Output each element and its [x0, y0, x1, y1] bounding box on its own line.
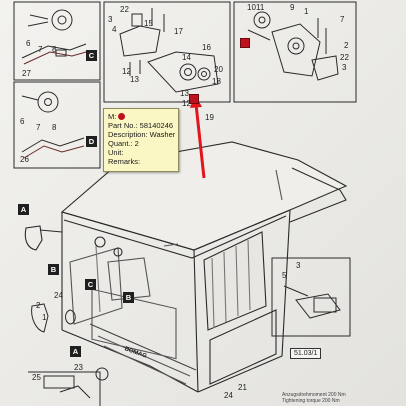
document-code: 51.03/1 [290, 348, 322, 359]
callout-16: 16 [202, 43, 211, 52]
tooltip-part-no: Part No.: 58140246 [108, 121, 174, 130]
detail-frame-top-middle [103, 1, 231, 103]
callout-7a: 7 [38, 45, 43, 54]
detail-frame-lower-left [28, 303, 109, 406]
callout-2: 2 [344, 41, 349, 50]
detail-frame-lower-right [271, 257, 351, 337]
detail-letter-c-top[interactable]: C [86, 50, 97, 61]
callout-23: 23 [74, 363, 83, 372]
callout-8b: 8 [52, 123, 57, 132]
tooltip-unit: Unit: [108, 148, 124, 157]
callout-13b: 13 [180, 89, 189, 98]
callout-21: 21 [238, 383, 247, 392]
callout-14: 14 [182, 53, 191, 62]
callout-6a: 6 [26, 39, 31, 48]
detail-letter-b-left[interactable]: B [48, 264, 59, 275]
tightening-note: Anzugsdrehmoment 200 Nm Tightening torqu… [282, 392, 346, 404]
tooltip-m-row: M: [108, 112, 174, 121]
callout-5: 5 [282, 271, 287, 280]
part-info-tooltip: M: Part No.: 58140246 Description: Washe… [103, 108, 179, 172]
detail-letter-b-cab[interactable]: B [123, 292, 134, 303]
callout-7: 7 [340, 15, 345, 24]
callout-24b: 24 [224, 391, 233, 400]
detail-frame-d [13, 81, 101, 169]
detail-letter-d[interactable]: D [86, 136, 97, 147]
callout-2a: 2 [36, 301, 41, 310]
detail-letter-a-left[interactable]: A [18, 204, 29, 215]
tooltip-description: Description: Washer [108, 130, 176, 139]
detail-letter-c-cab[interactable]: C [85, 279, 96, 290]
callout-15: 15 [144, 19, 153, 28]
callout-13: 13 [130, 75, 139, 84]
tooltip-remarks: Remarks: [108, 157, 141, 166]
callout-22: 22 [120, 5, 129, 14]
callout-8a: 8 [52, 45, 57, 54]
tooltip-quantity: Quant.: 2 [108, 139, 139, 148]
callout-20: 20 [214, 65, 223, 74]
highlight-marker-icon[interactable] [240, 38, 250, 48]
callout-3: 3 [108, 15, 113, 24]
callout-17: 17 [174, 27, 183, 36]
detail-frame-top-right [233, 1, 357, 103]
callout-27: 27 [22, 69, 31, 78]
detail-letter-a-bottom[interactable]: A [70, 346, 81, 357]
callout-18: 18 [212, 77, 221, 86]
callout-9: 9 [290, 3, 295, 12]
callout-12: 12 [122, 67, 131, 76]
callout-26: 26 [20, 155, 29, 164]
callout-12b: 12 [182, 99, 191, 108]
callout-19: 19 [205, 113, 214, 122]
callout-22b: 22 [340, 53, 349, 62]
callout-1a: 1 [42, 313, 47, 322]
tooltip-m-label: M: [108, 112, 117, 121]
callout-4: 4 [112, 25, 117, 34]
callout-24: 24 [54, 291, 63, 300]
callout-25: 25 [32, 373, 41, 382]
callout-7b: 7 [36, 123, 41, 132]
callout-3b: 3 [342, 63, 347, 72]
callout-3c: 3 [296, 261, 301, 270]
callout-10: 10 [247, 3, 256, 12]
callout-1: 1 [304, 7, 309, 16]
callout-11: 11 [256, 3, 265, 12]
callout-6b: 6 [20, 117, 25, 126]
warning-dot-icon [118, 113, 126, 120]
highlight-marker-icon[interactable] [189, 94, 199, 104]
detail-frame-c [13, 1, 101, 81]
